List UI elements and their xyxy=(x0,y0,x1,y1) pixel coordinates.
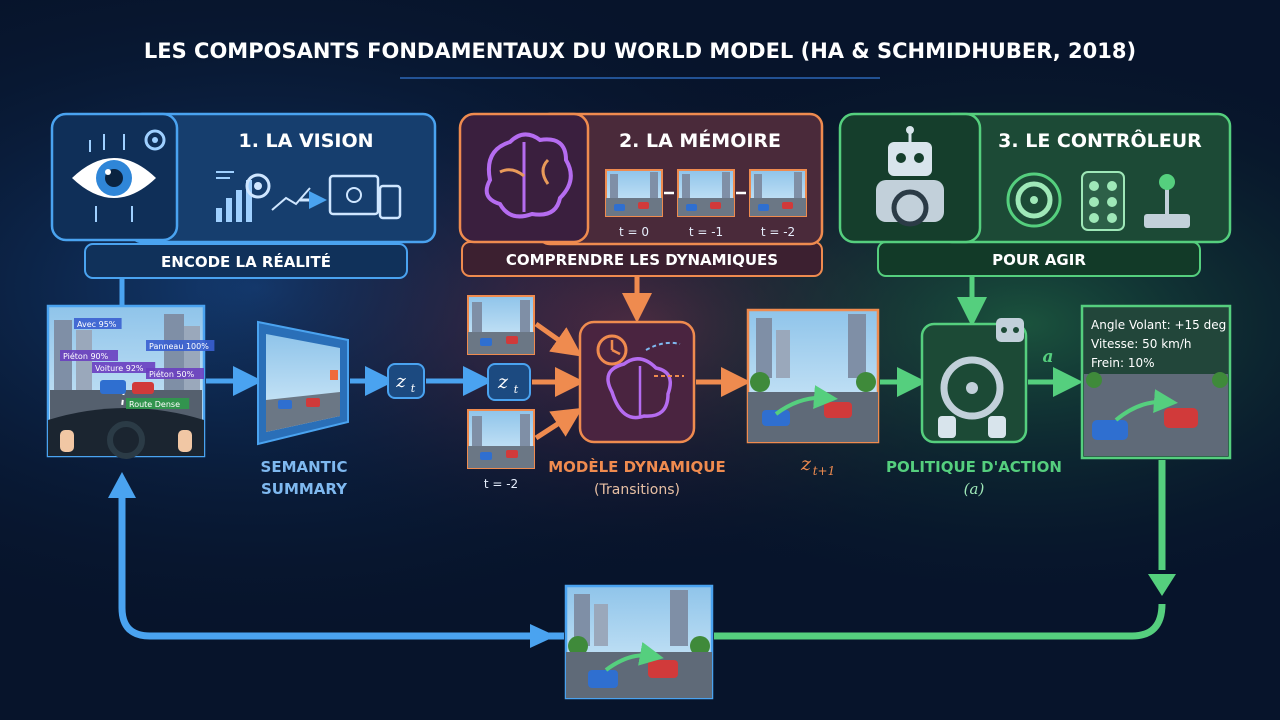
action-symbol: a xyxy=(1042,347,1053,367)
svg-text:z: z xyxy=(800,453,812,475)
vision-header: 1. LA VISION xyxy=(238,130,373,152)
semantic-label-2: SUMMARY xyxy=(261,480,348,498)
output-brake: Frein: 10% xyxy=(1091,356,1155,370)
memory-frame-label: t = -2 xyxy=(761,225,795,239)
svg-text:t+1: t+1 xyxy=(813,464,836,478)
memory-frame xyxy=(606,170,662,216)
input-frame-time: t = -2 xyxy=(484,477,518,491)
controleur-header: 3. LE CONTRÔLEUR xyxy=(998,128,1202,152)
output-panel: Angle Volant: +15 deg Vitesse: 50 km/h F… xyxy=(1082,306,1230,458)
vision-band-label: ENCODE LA RÉALITÉ xyxy=(161,252,331,271)
pedals-icon xyxy=(1082,172,1124,230)
detection-tag: Avec 95% xyxy=(77,320,117,329)
zt-token: z t xyxy=(388,364,424,398)
policy-subtitle: (a) xyxy=(964,480,985,498)
svg-text:z: z xyxy=(395,371,406,392)
svg-text:t: t xyxy=(514,383,519,396)
memory-frame-label: t = -1 xyxy=(689,225,723,239)
dynamics-title: MODÈLE DYNAMIQUE xyxy=(548,457,725,476)
output-steering: Angle Volant: +15 deg xyxy=(1091,318,1226,332)
memory-frame xyxy=(678,170,734,216)
policy-robot xyxy=(922,318,1026,442)
memoire-header: 2. LA MÉMOIRE xyxy=(619,129,781,152)
memory-frame-label: t = 0 xyxy=(619,225,649,239)
detection-tag: Panneau 100% xyxy=(149,342,209,351)
detection-tag: Route Dense xyxy=(129,400,180,409)
policy-title: POLITIQUE D'ACTION xyxy=(886,458,1062,476)
input-frame-top xyxy=(468,296,534,354)
input-frame-bottom xyxy=(468,410,534,468)
memoire-band-label: COMPRENDRE LES DYNAMIQUES xyxy=(506,251,778,269)
dynamics-model xyxy=(580,322,694,442)
perception-scene: Avec 95% Piéton 90% Voiture 92% Panneau 100… xyxy=(48,306,214,456)
memory-frames: t = 0 t = -1 t = -2 xyxy=(606,170,806,239)
detection-tag: Piéton 90% xyxy=(63,351,109,361)
zt-token-2: z t xyxy=(488,364,530,400)
output-speed: Vitesse: 50 km/h xyxy=(1091,337,1191,351)
predicted-frame xyxy=(748,310,878,442)
svg-text:z: z xyxy=(497,371,509,393)
dynamics-subtitle: (Transitions) xyxy=(594,482,680,498)
semantic-summary-frame xyxy=(258,322,348,444)
svg-text:t: t xyxy=(411,382,416,395)
controleur-band-label: POUR AGIR xyxy=(992,251,1086,269)
memory-frame xyxy=(750,170,806,216)
controleur-panel: POUR AGIR 3. LE CONTRÔLEUR xyxy=(840,114,1230,276)
detection-tag: Piéton 50% xyxy=(149,369,195,379)
loop-environment-frame xyxy=(566,586,712,698)
memoire-panel: COMPRENDRE LES DYNAMIQUES 2. LA MÉMOIRE … xyxy=(460,114,822,276)
page-title: LES COMPOSANTS FONDAMENTAUX DU WORLD MOD… xyxy=(144,39,1136,63)
steering-wheel-icon xyxy=(1008,174,1060,226)
detection-tag: Voiture 92% xyxy=(95,364,144,373)
vision-panel: ENCODE LA RÉALITÉ 1. LA VISION xyxy=(52,114,435,278)
semantic-label-1: SEMANTIC xyxy=(261,458,348,476)
